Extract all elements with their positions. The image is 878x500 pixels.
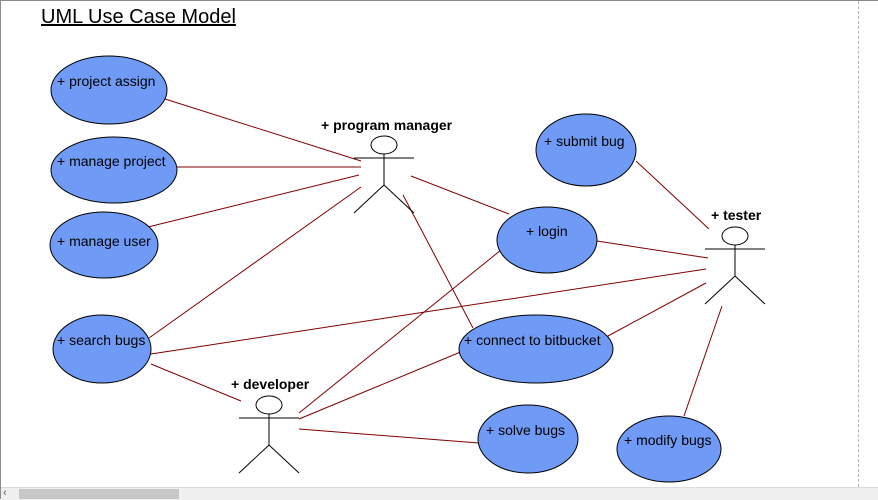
use-case-manage-user[interactable]: + manage user xyxy=(49,211,159,279)
horizontal-scrollbar[interactable]: ‹ xyxy=(1,487,878,500)
association-pm-search-bugs xyxy=(148,186,362,339)
use-case-ellipse xyxy=(616,415,722,483)
actor-developer[interactable]: + developer xyxy=(231,376,310,474)
use-case-label: + solve bugs xyxy=(486,422,565,438)
association-pm-project-assign xyxy=(164,98,362,162)
association-pm-manage-user xyxy=(147,174,360,228)
use-case-label: + manage user xyxy=(57,233,151,249)
use-case-label: + login xyxy=(526,223,568,239)
use-case-ellipse xyxy=(49,211,159,279)
use-case-ellipse xyxy=(50,55,168,125)
stick-figure-icon xyxy=(353,135,415,214)
scrollbar-thumb[interactable] xyxy=(19,489,179,499)
association-developer-login xyxy=(298,249,502,414)
association-pm-login xyxy=(410,175,510,215)
actor-layer: + program manager + tester + developer xyxy=(231,117,766,474)
use-case-project-assign[interactable]: + project assign xyxy=(50,55,168,125)
use-case-label: + manage project xyxy=(57,153,166,169)
association-tester-search-bugs xyxy=(150,268,707,355)
association-layer xyxy=(147,98,723,444)
use-case-submit-bug[interactable]: + submit bug xyxy=(535,113,637,187)
use-case-label: + submit bug xyxy=(544,133,625,149)
association-tester-connect-bitbucket xyxy=(607,282,707,337)
use-case-ellipse xyxy=(477,404,579,474)
use-case-search-bugs[interactable]: + search bugs xyxy=(52,314,152,384)
use-case-ellipse xyxy=(496,206,598,274)
association-developer-solve-bugs xyxy=(298,428,480,444)
association-tester-login xyxy=(596,240,709,259)
use-case-layer: + project assign + manage project + manage… xyxy=(49,55,722,483)
chevron-left-icon[interactable]: ‹ xyxy=(3,487,7,499)
association-developer-connect-bitbucket xyxy=(298,350,464,420)
actor-tester[interactable]: + tester xyxy=(704,207,766,305)
stick-figure-icon xyxy=(238,395,300,474)
use-case-ellipse xyxy=(52,314,152,384)
page-boundary xyxy=(858,1,859,487)
association-developer-search-bugs xyxy=(150,363,242,402)
stick-figure-icon xyxy=(704,226,766,305)
diagram-title: UML Use Case Model xyxy=(41,6,236,28)
use-case-diagram: + project assign + manage project + manage… xyxy=(49,55,766,483)
association-tester-modify-bugs xyxy=(683,305,723,417)
use-case-login[interactable]: + login xyxy=(496,206,598,274)
association-tester-submit-bug xyxy=(635,160,710,230)
use-case-modify-bugs[interactable]: + modify bugs xyxy=(616,415,722,483)
actor-label: + tester xyxy=(711,207,762,223)
use-case-ellipse xyxy=(458,314,614,384)
use-case-label: + search bugs xyxy=(57,332,145,348)
actor-label: + program manager xyxy=(321,117,453,133)
use-case-label: + project assign xyxy=(57,73,155,89)
use-case-manage-project[interactable]: + manage project xyxy=(50,136,178,204)
use-case-solve-bugs[interactable]: + solve bugs xyxy=(477,404,579,474)
actor-pm[interactable]: + program manager xyxy=(321,117,453,214)
use-case-label: + modify bugs xyxy=(624,432,712,448)
use-case-ellipse xyxy=(535,113,637,187)
use-case-ellipse xyxy=(50,136,178,204)
actor-label: + developer xyxy=(231,376,310,392)
association-pm-connect-bitbucket xyxy=(402,194,474,329)
use-case-connect-bitbucket[interactable]: + connect to bitbucket xyxy=(458,314,614,384)
use-case-label: + connect to bitbucket xyxy=(464,332,601,348)
